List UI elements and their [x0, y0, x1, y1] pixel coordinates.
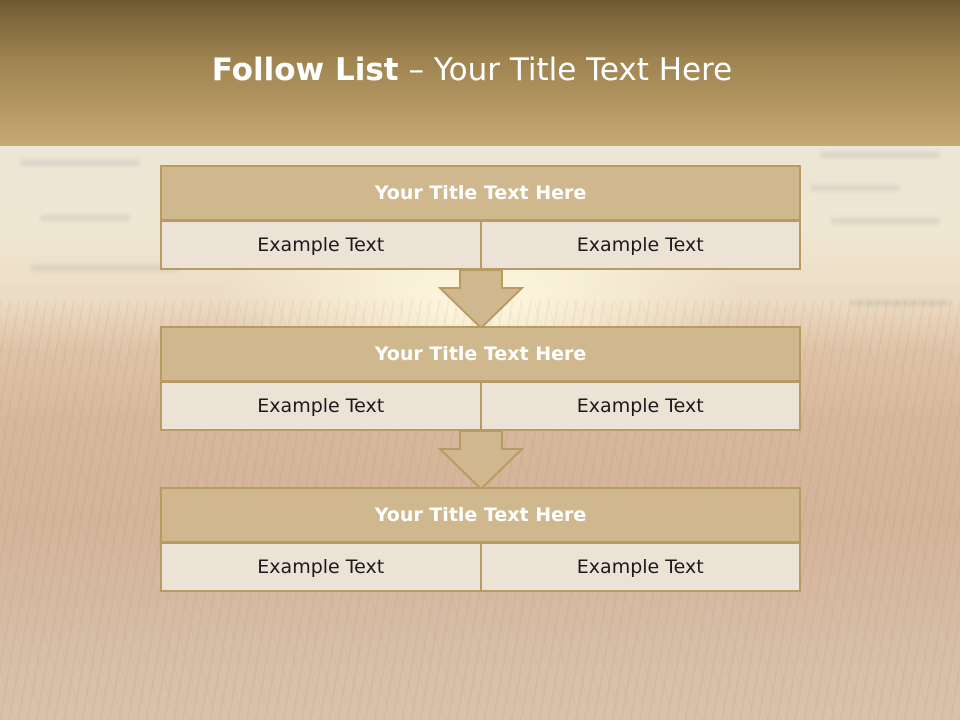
title-rest: Your Title Text Here	[433, 52, 733, 88]
cloud-streak	[830, 218, 940, 224]
title-band: Follow List – Your Title Text Here	[0, 0, 960, 146]
cloud-streak	[850, 300, 950, 306]
box-cell-right: Example Text	[479, 220, 801, 270]
box-cell-left: Example Text	[160, 381, 482, 431]
list-box: Your Title Text Here Example Text Exampl…	[160, 487, 801, 592]
box-row: Example Text Example Text	[160, 542, 801, 592]
title-separator: –	[408, 52, 424, 88]
box-cell-left: Example Text	[160, 220, 482, 270]
cloud-streak	[40, 215, 130, 221]
down-arrow-icon	[438, 431, 524, 491]
title-bold: Follow List	[211, 52, 399, 88]
list-box: Your Title Text Here Example Text Exampl…	[160, 326, 801, 431]
box-cell-left: Example Text	[160, 542, 482, 592]
box-row: Example Text Example Text	[160, 220, 801, 270]
box-title: Your Title Text Here	[160, 487, 801, 543]
down-arrow-icon	[438, 270, 524, 330]
box-cell-right: Example Text	[479, 381, 801, 431]
slide-title: Follow List – Your Title Text Here	[0, 52, 944, 88]
cloud-streak	[810, 185, 900, 191]
box-title: Your Title Text Here	[160, 326, 801, 382]
box-title: Your Title Text Here	[160, 165, 801, 221]
cloud-streak	[820, 152, 940, 158]
box-cell-right: Example Text	[479, 542, 801, 592]
list-box: Your Title Text Here Example Text Exampl…	[160, 165, 801, 270]
cloud-streak	[30, 265, 180, 271]
cloud-streak	[20, 160, 140, 166]
box-row: Example Text Example Text	[160, 381, 801, 431]
